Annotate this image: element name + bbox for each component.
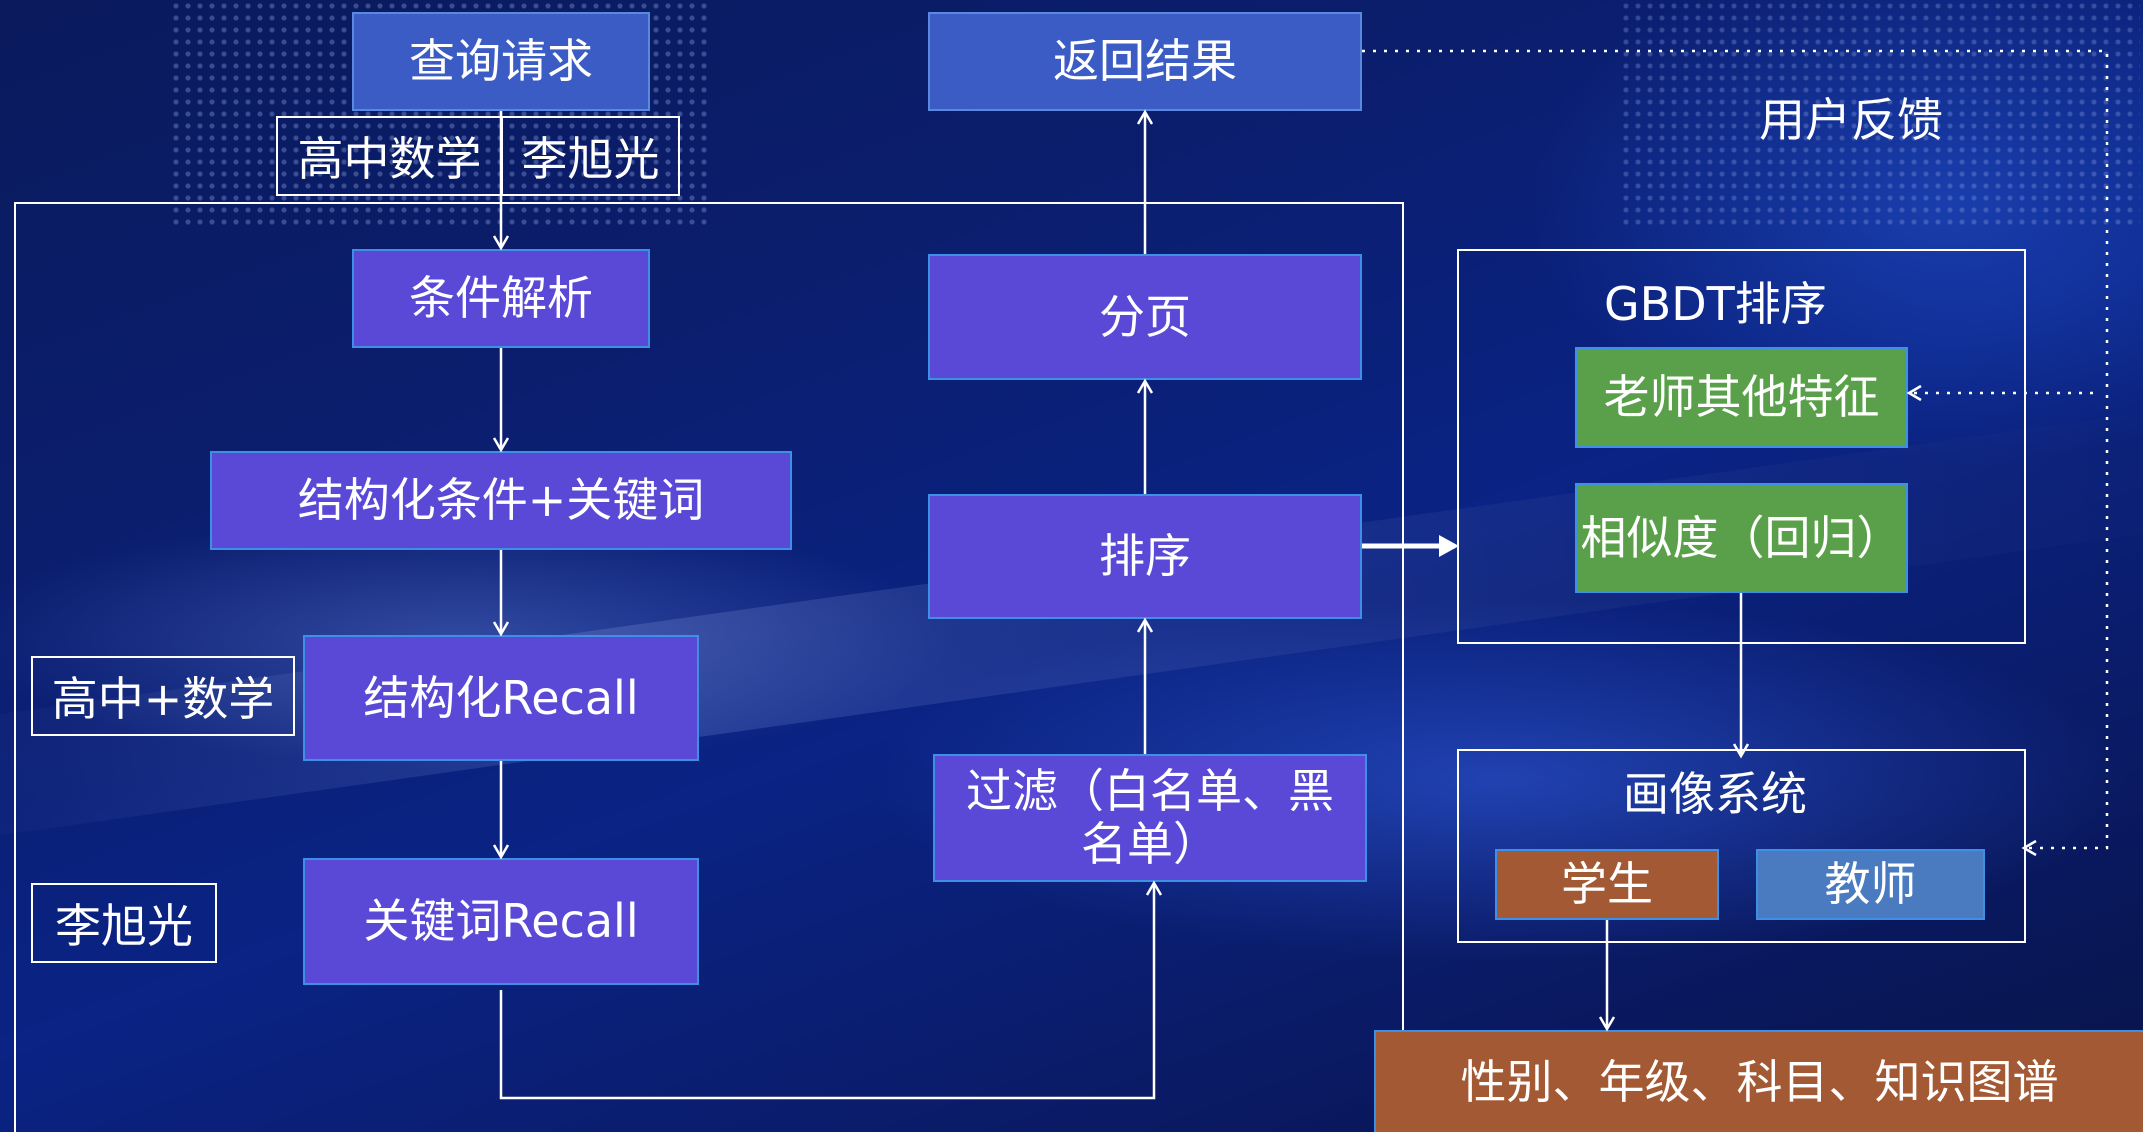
structured-example-tag: 高中+数学 (31, 656, 295, 736)
profile-attributes-node: 性别、年级、科目、知识图谱 (1374, 1030, 2143, 1132)
profile-attributes-label: 性别、年级、科目、知识图谱 (1460, 1054, 2059, 1109)
query-name-tag: 李旭光 (501, 116, 680, 196)
structured-recall-label: 结构化Recall (363, 670, 639, 725)
keyword-example-tag: 李旭光 (31, 883, 217, 963)
structured-condition-node: 结构化条件+关键词 (210, 451, 792, 550)
keyword-example-text: 李旭光 (55, 899, 193, 953)
condition-parse-label: 条件解析 (409, 271, 593, 326)
query-subject-text: 高中数学 (297, 132, 482, 186)
structured-recall-node: 结构化Recall (303, 635, 699, 761)
paging-label: 分页 (1099, 289, 1191, 344)
gbdt-ranking-title: GBDT排序 (1604, 277, 1827, 331)
profile-system-title: 画像系统 (1623, 767, 1807, 821)
student-node: 学生 (1495, 849, 1719, 920)
teacher-features-node: 老师其他特征 (1575, 347, 1908, 448)
structured-condition-label: 结构化条件+关键词 (297, 473, 705, 528)
return-results-node: 返回结果 (928, 12, 1362, 111)
paging-node: 分页 (928, 254, 1362, 380)
keyword-recall-node: 关键词Recall (303, 858, 699, 985)
condition-parse-node: 条件解析 (352, 249, 650, 348)
structured-example-text: 高中+数学 (51, 672, 275, 726)
similarity-node: 相似度（回归） (1575, 483, 1908, 593)
query-request-label: 查询请求 (409, 34, 593, 89)
filter-label: 过滤（白名单、黑名单） (966, 764, 1334, 871)
return-results-label: 返回结果 (1053, 34, 1237, 89)
teacher-features-label: 老师其他特征 (1603, 370, 1880, 425)
student-label: 学生 (1561, 857, 1653, 912)
query-request-node: 查询请求 (352, 12, 650, 111)
similarity-label: 相似度（回归） (1580, 510, 1903, 565)
filter-node: 过滤（白名单、黑名单） (933, 754, 1367, 882)
sorting-label: 排序 (1099, 529, 1191, 584)
teacher-label: 教师 (1824, 857, 1917, 912)
query-name-text: 李旭光 (521, 132, 660, 186)
keyword-recall-label: 关键词Recall (363, 894, 639, 949)
sorting-node: 排序 (928, 494, 1362, 619)
teacher-node: 教师 (1756, 849, 1985, 920)
query-subject-tag: 高中数学 (276, 116, 503, 196)
user-feedback-label: 用户反馈 (1759, 93, 1943, 147)
